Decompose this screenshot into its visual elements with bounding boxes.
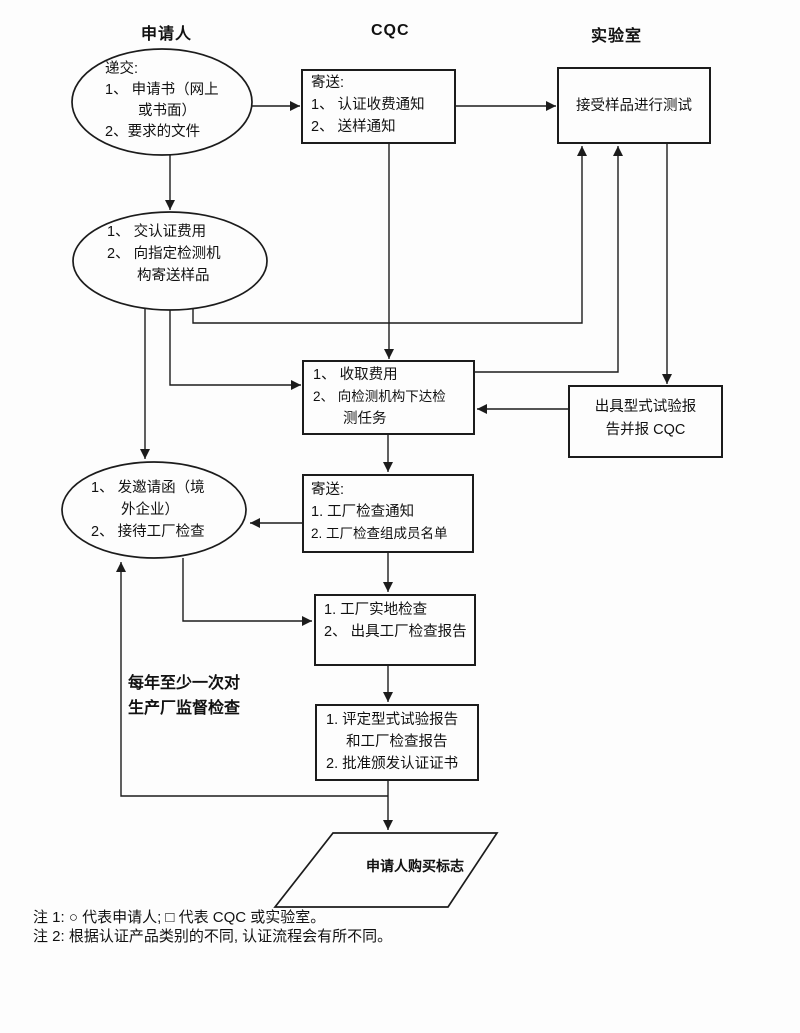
- text-line: 递交:: [105, 61, 139, 77]
- text-line: 外企业）: [121, 502, 179, 518]
- supervision-note: 每年至少一次对 生产厂监督检查: [128, 671, 240, 721]
- box-collect-fee: [302, 360, 475, 435]
- node-issue-report: 出具型式试验报 告并报 CQC: [569, 396, 722, 442]
- ellipse-invite: [61, 461, 247, 559]
- text-line: 和工厂检查报告: [346, 734, 448, 750]
- text-line: 2、 向指定检测机: [107, 246, 221, 262]
- node-lab-test: 接受样品进行测试: [558, 95, 710, 117]
- ellipse-submit: [71, 48, 253, 156]
- text-line: 生产厂监督检查: [128, 700, 241, 717]
- text-line: 2、 向检测机构下达检: [313, 389, 446, 404]
- connector-invite-to-siteinsp: [182, 558, 312, 626]
- box-lab-test: [557, 67, 711, 144]
- text-line: 2、 送样通知: [311, 119, 396, 135]
- text-line: 2、要求的文件: [105, 124, 201, 140]
- node-invite: 1、 发邀请函（境 外企业） 2、 接待工厂检查: [91, 477, 205, 543]
- connector-supervision-loop: [116, 562, 388, 797]
- box-issue-report: [568, 385, 723, 458]
- text-line: 接受样品进行测试: [576, 98, 692, 114]
- text-line: 出具型式试验报: [594, 399, 697, 415]
- text-line: 1、 申请书（网上: [105, 82, 219, 98]
- column-header-applicant: 申请人: [141, 26, 193, 43]
- text-line: 1、 交认证费用: [107, 224, 207, 240]
- text-line: 1、 发邀请函（境: [91, 480, 205, 496]
- text-line: 寄送:: [311, 75, 345, 91]
- node-site-inspection: 1. 工厂实地检查 2、 出具工厂检查报告: [324, 599, 467, 643]
- node-cqc-send-notice: 寄送: 1、 认证收费通知 2、 送样通知: [311, 72, 425, 138]
- node-pay-and-send: 1、 交认证费用 2、 向指定检测机 构寄送样品: [107, 221, 221, 287]
- column-header-cqc: CQC: [371, 22, 410, 39]
- connector-pay-to-lab-samples: [192, 146, 587, 324]
- connector-pay-to-collectfee: [169, 310, 301, 390]
- box-cqc-send-notice: [301, 69, 456, 144]
- text-line: 1. 评定型式试验报告: [326, 712, 459, 728]
- box-site-inspection: [314, 594, 476, 666]
- text-line: 寄送:: [311, 482, 345, 498]
- text-line: 告并报 CQC: [605, 422, 686, 438]
- node-collect-fee: 1、 收取费用 2、 向检测机构下达检 测任务: [313, 364, 446, 430]
- box-send-inspection-notice: [302, 474, 474, 553]
- node-buy-mark: 申请人购买标志: [366, 858, 464, 874]
- box-evaluate-issue-cert: [315, 704, 479, 781]
- footnote-2: 注 2: 根据认证产品类别的不同, 认证流程会有所不同。: [33, 928, 393, 945]
- text-line: 2、 出具工厂检查报告: [324, 624, 467, 640]
- text-line: 1、 收取费用: [313, 367, 398, 383]
- text-line: 1、 认证收费通知: [311, 97, 425, 113]
- footnote-1: 注 1: ○ 代表申请人; □ 代表 CQC 或实验室。: [33, 909, 326, 926]
- node-submit: 递交: 1、 申请书（网上 或书面） 2、要求的文件: [105, 59, 219, 143]
- connector-collectfee-to-lab-task: [474, 146, 623, 373]
- text-line: 每年至少一次对: [128, 675, 241, 692]
- text-line: 1. 工厂检查通知: [311, 504, 415, 520]
- parallelogram-buy-mark: [273, 832, 499, 908]
- text-line: 构寄送样品: [137, 268, 210, 284]
- node-send-inspection-notice: 寄送: 1. 工厂检查通知 2. 工厂检查组成员名单: [311, 479, 448, 545]
- node-evaluate-issue-cert: 1. 评定型式试验报告 和工厂检查报告 2. 批准颁发认证证书: [326, 709, 458, 775]
- text-line: 2、 接待工厂检查: [91, 524, 205, 540]
- text-line: 2. 工厂检查组成员名单: [311, 526, 448, 541]
- text-line: 或书面）: [138, 103, 196, 119]
- text-line: 2. 批准颁发认证证书: [326, 756, 459, 772]
- text-line: 测任务: [343, 411, 387, 427]
- text-line: 1. 工厂实地检查: [324, 602, 428, 618]
- column-header-lab: 实验室: [591, 28, 643, 45]
- ellipse-pay-and-send: [72, 211, 268, 311]
